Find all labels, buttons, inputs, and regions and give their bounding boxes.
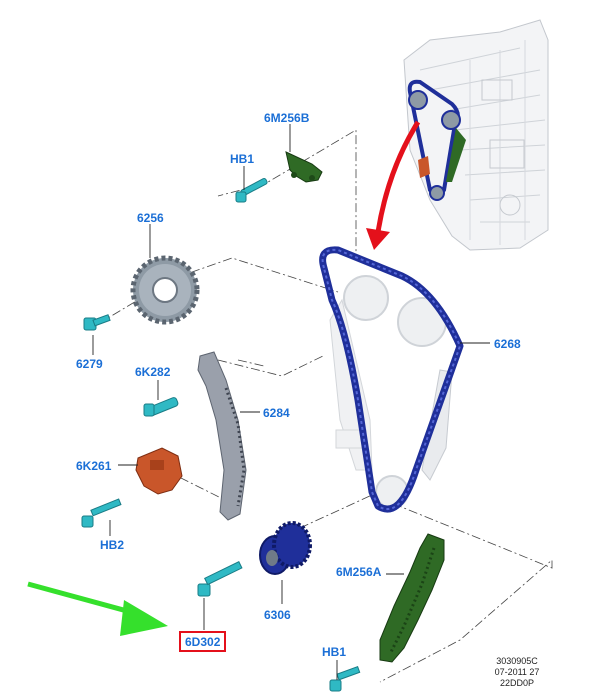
sprocket-icon (130, 255, 200, 325)
chain-guide-icon (379, 533, 445, 663)
callout-hb2: HB2 (100, 538, 125, 552)
bolt-icon (81, 498, 122, 528)
chain-guide-icon (285, 151, 323, 183)
callout-6k282: 6K282 (135, 365, 171, 379)
callout-6d302-highlighted: 6D302 (179, 631, 227, 652)
callout-6284: 6284 (263, 406, 290, 420)
tensioner-icon (135, 447, 183, 495)
bolt-icon (197, 560, 243, 597)
callout-6268: 6268 (494, 337, 521, 351)
callout-hb1-top: HB1 (230, 152, 255, 166)
callout-6279: 6279 (76, 357, 103, 371)
reference-code-line: 22DD0P (499, 678, 535, 688)
bolt-icon (143, 397, 179, 417)
pointer-arrow-icon (27, 581, 168, 636)
callout-6k261: 6K261 (76, 459, 112, 473)
timing-chain-icon (319, 246, 464, 513)
callout-6m256b: 6M256B (264, 111, 310, 125)
callout-hb1-bottom: HB1 (322, 645, 347, 659)
reference-code-line: 3030905C (496, 656, 538, 666)
callout-6256: 6256 (137, 211, 164, 225)
callout-6306: 6306 (264, 608, 291, 622)
figure-reference-code: 3030905C 07-2011 27 22DD0P (482, 656, 552, 689)
callout-6m256a: 6M256A (336, 565, 382, 579)
sprocket-icon (259, 521, 312, 575)
pointer-arrow-icon (366, 120, 421, 250)
chain-guide-icon (197, 351, 247, 521)
bolt-icon (83, 314, 111, 331)
bolt-icon (235, 177, 268, 203)
engine-block-icon (403, 19, 549, 251)
reference-code-line: 07-2011 27 (494, 667, 540, 677)
bolt-icon (329, 666, 361, 692)
